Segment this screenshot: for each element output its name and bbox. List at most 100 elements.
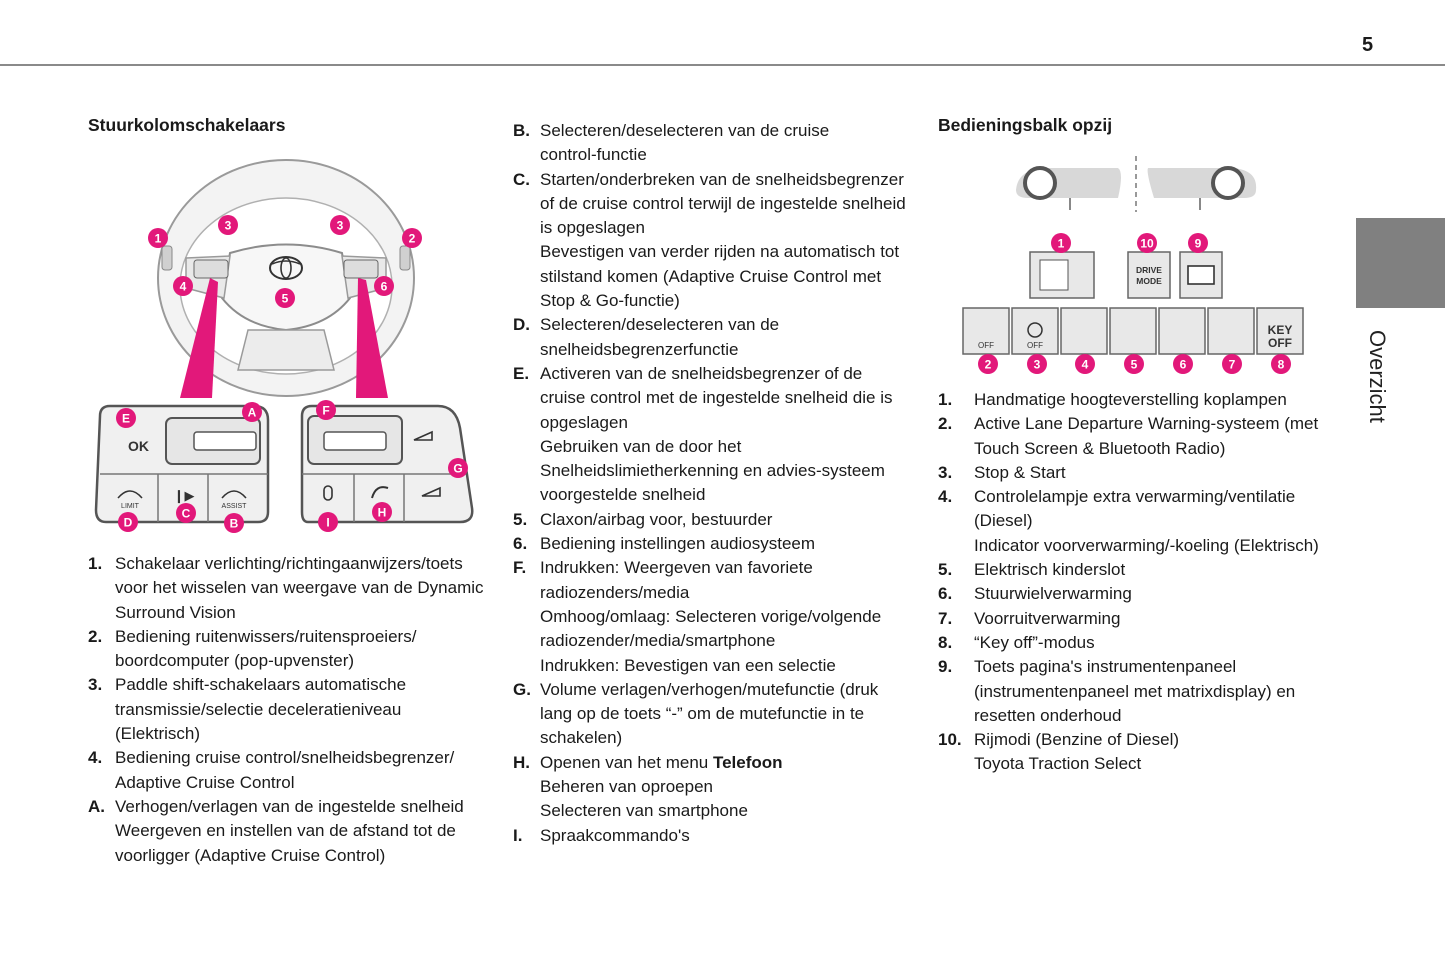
list-line: Indrukken: Bevestigen van een selectie [540, 655, 836, 675]
callout-G: G [448, 458, 468, 478]
list-line: Toets pagina's instrumentenpaneel [974, 657, 1237, 677]
left-legend-list: 1.Schakelaar verlichting/richtingaanwijz… [88, 552, 508, 868]
callout-F: F [316, 400, 336, 420]
list-marker: 8. [938, 632, 953, 652]
callout-5: 5 [1124, 354, 1144, 374]
pause-resume-icon: ❙▶ [174, 488, 195, 504]
control-bar-figure: DRIVE MODE OFF OFF KEY OFF 1 10 9 2 3 4 … [962, 156, 1304, 374]
svg-text:2: 2 [409, 232, 416, 246]
svg-text:3: 3 [1034, 358, 1041, 372]
pointer-right [356, 278, 388, 398]
limit-gauge-icon [117, 490, 143, 499]
list-line: Bevestigen van verder rijden na automati… [540, 242, 900, 262]
list-line: stilstand komen (Adaptive Cruise Control… [540, 266, 882, 286]
list-marker: B. [513, 121, 530, 140]
svg-text:10: 10 [1140, 237, 1154, 251]
ok-label: OK [128, 438, 149, 454]
list-marker: 4. [88, 748, 103, 768]
callout-I: I [318, 512, 338, 532]
list-marker: 2. [938, 414, 953, 434]
callout-2: 2 [402, 228, 422, 248]
list-item: E.Activeren van de snelheidsbegrenzer of… [513, 362, 933, 508]
list-line: Activeren van de snelheidsbegrenzer of d… [540, 363, 863, 383]
list-marker: 1. [88, 554, 103, 573]
list-marker: G. [513, 679, 531, 699]
callout-D: D [118, 512, 138, 532]
svg-text:DRIVE: DRIVE [1136, 265, 1162, 275]
list-line: Touch Screen & Bluetooth Radio) [974, 438, 1226, 458]
list-line: lang op de toets “-” om de mutefunctie i… [540, 704, 865, 724]
list-line: radiozenders/media [540, 582, 690, 602]
list-line: Weergeven en instellen van de afstand to… [115, 821, 456, 841]
list-line: resetten onderhoud [974, 705, 1122, 725]
windshield-heat-button [1207, 307, 1255, 355]
stop-start-button [1011, 307, 1059, 355]
callout-2: 2 [978, 354, 998, 374]
svg-text:H: H [378, 506, 387, 520]
callout-7: 7 [1222, 354, 1242, 374]
pointer-left [180, 278, 218, 398]
list-line: Voorruitverwarming [974, 608, 1121, 628]
list-marker: 4. [938, 487, 953, 507]
list-line: voorgestelde snelheid [540, 485, 706, 505]
list-item: 9. Toets pagina's instrumentenpaneel (inst… [938, 655, 1338, 728]
svg-text:MODE: MODE [1136, 276, 1162, 286]
callout-B: B [224, 513, 244, 533]
list-line: (Elektrisch) [115, 724, 201, 744]
list-marker: H. [513, 752, 530, 772]
list-line: Toyota Traction Select [974, 754, 1142, 774]
svg-text:5: 5 [282, 292, 289, 306]
svg-text:8: 8 [1278, 358, 1285, 372]
list-marker: 6. [938, 584, 953, 604]
list-line: Gebruiken van de door het [540, 436, 742, 456]
list-line: voorligger (Adaptive Cruise Control) [115, 845, 386, 865]
list-line: is opgeslagen [540, 218, 645, 238]
callout-1: 1 [1051, 233, 1071, 253]
list-line: radiozender/media/smartphone [540, 631, 776, 651]
svg-text:G: G [453, 462, 462, 476]
left-switch-cluster: OK LIMIT ASSIST ❙▶ [94, 404, 270, 524]
list-item: 2.Bediening ruitenwissers/ruitensproeier… [88, 625, 508, 674]
svg-text:9: 9 [1195, 237, 1202, 251]
callout-E: E [116, 408, 136, 428]
callout-H: H [372, 502, 392, 522]
list-line: Selecteren/deselecteren van de cruise [540, 121, 830, 140]
stop-start-icon [1027, 322, 1043, 338]
list-line: (instrumentenpaneel met matrixdisplay) e… [974, 681, 1296, 701]
section-tab [1356, 218, 1445, 308]
list-line: Verhogen/verlagen van de ingestelde snel… [115, 796, 464, 816]
svg-text:OFF: OFF [1268, 336, 1292, 350]
microphone-icon [323, 485, 333, 501]
list-line: Snelheidslimietherkenning en advies-syst… [540, 461, 885, 481]
svg-text:2: 2 [985, 358, 992, 372]
child-lock-button [1109, 307, 1157, 355]
list-marker: 9. [938, 657, 953, 677]
svg-text:3: 3 [225, 219, 232, 233]
right-legend-list: 1.Handmatige hoogteverstelling koplampen… [938, 388, 1338, 777]
svg-text:C: C [182, 507, 191, 521]
list-item: 7.Voorruitverwarming [938, 607, 1338, 631]
list-item: 3.Stop & Start [938, 461, 1338, 485]
list-line: of de cruise control terwijl de ingestel… [540, 193, 906, 213]
list-line: control-functie [540, 145, 647, 165]
svg-text:4: 4 [1082, 358, 1089, 372]
svg-text:7: 7 [1229, 358, 1236, 372]
list-line: “Key off”-modus [974, 632, 1095, 652]
drive-mode-button [1127, 251, 1171, 299]
callout-5: 5 [275, 288, 295, 308]
limit-label: LIMIT [121, 503, 140, 510]
list-line: Paddle shift-schakelaars automatische [115, 675, 407, 695]
svg-text:4: 4 [180, 280, 187, 294]
list-marker: A. [88, 796, 105, 816]
steering-wheel-icon-left [1023, 166, 1057, 200]
list-line: Indrukken: Weergeven van favoriete [540, 558, 813, 578]
list-marker: 6. [513, 534, 528, 554]
list-line: Bediening instellingen audiosysteem [540, 534, 816, 554]
svg-text:I: I [326, 516, 329, 530]
list-line: Bediening ruitenwissers/ruitensproeiers/ [115, 626, 417, 646]
list-line: Surround Vision [115, 602, 236, 622]
svg-text:1: 1 [155, 232, 162, 246]
